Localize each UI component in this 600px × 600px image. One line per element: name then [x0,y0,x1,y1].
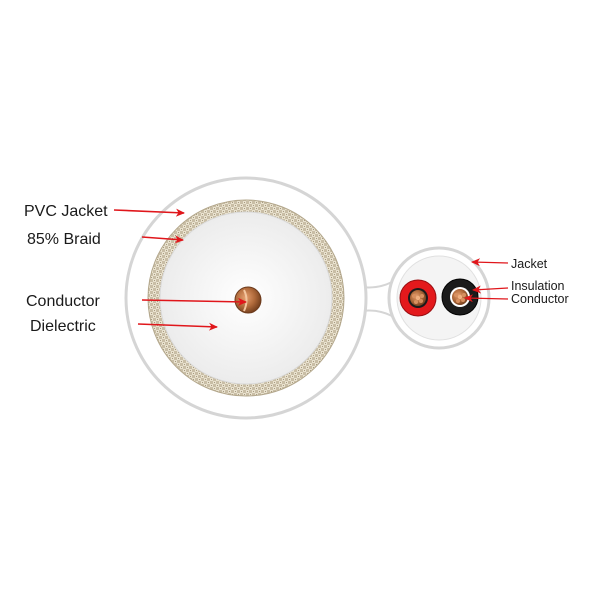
pair-conductor-label: Conductor [511,292,569,306]
insulation-arrow [472,285,509,294]
braid-arrow [141,235,184,244]
braid-inner-edge [147,199,345,397]
dielectric-arrow [137,322,218,331]
red-wire [399,279,437,317]
dielectric-label: Dielectric [30,318,96,335]
black-wire [441,278,479,316]
pair-jacket-label: Jacket [511,257,548,271]
pair-conductor-arrow [464,294,509,303]
pvc-jacket-arrow [113,208,185,217]
pvc-jacket-label: PVC Jacket [24,203,108,220]
pair-jacket-arrow [471,258,509,267]
coax-cable [124,176,368,420]
conductor-arrow [141,297,247,306]
center-conductor [234,286,262,314]
insulation-label: Insulation [511,279,565,293]
conductor-label: Conductor [26,293,100,310]
braid-label: 85% Braid [27,231,101,248]
